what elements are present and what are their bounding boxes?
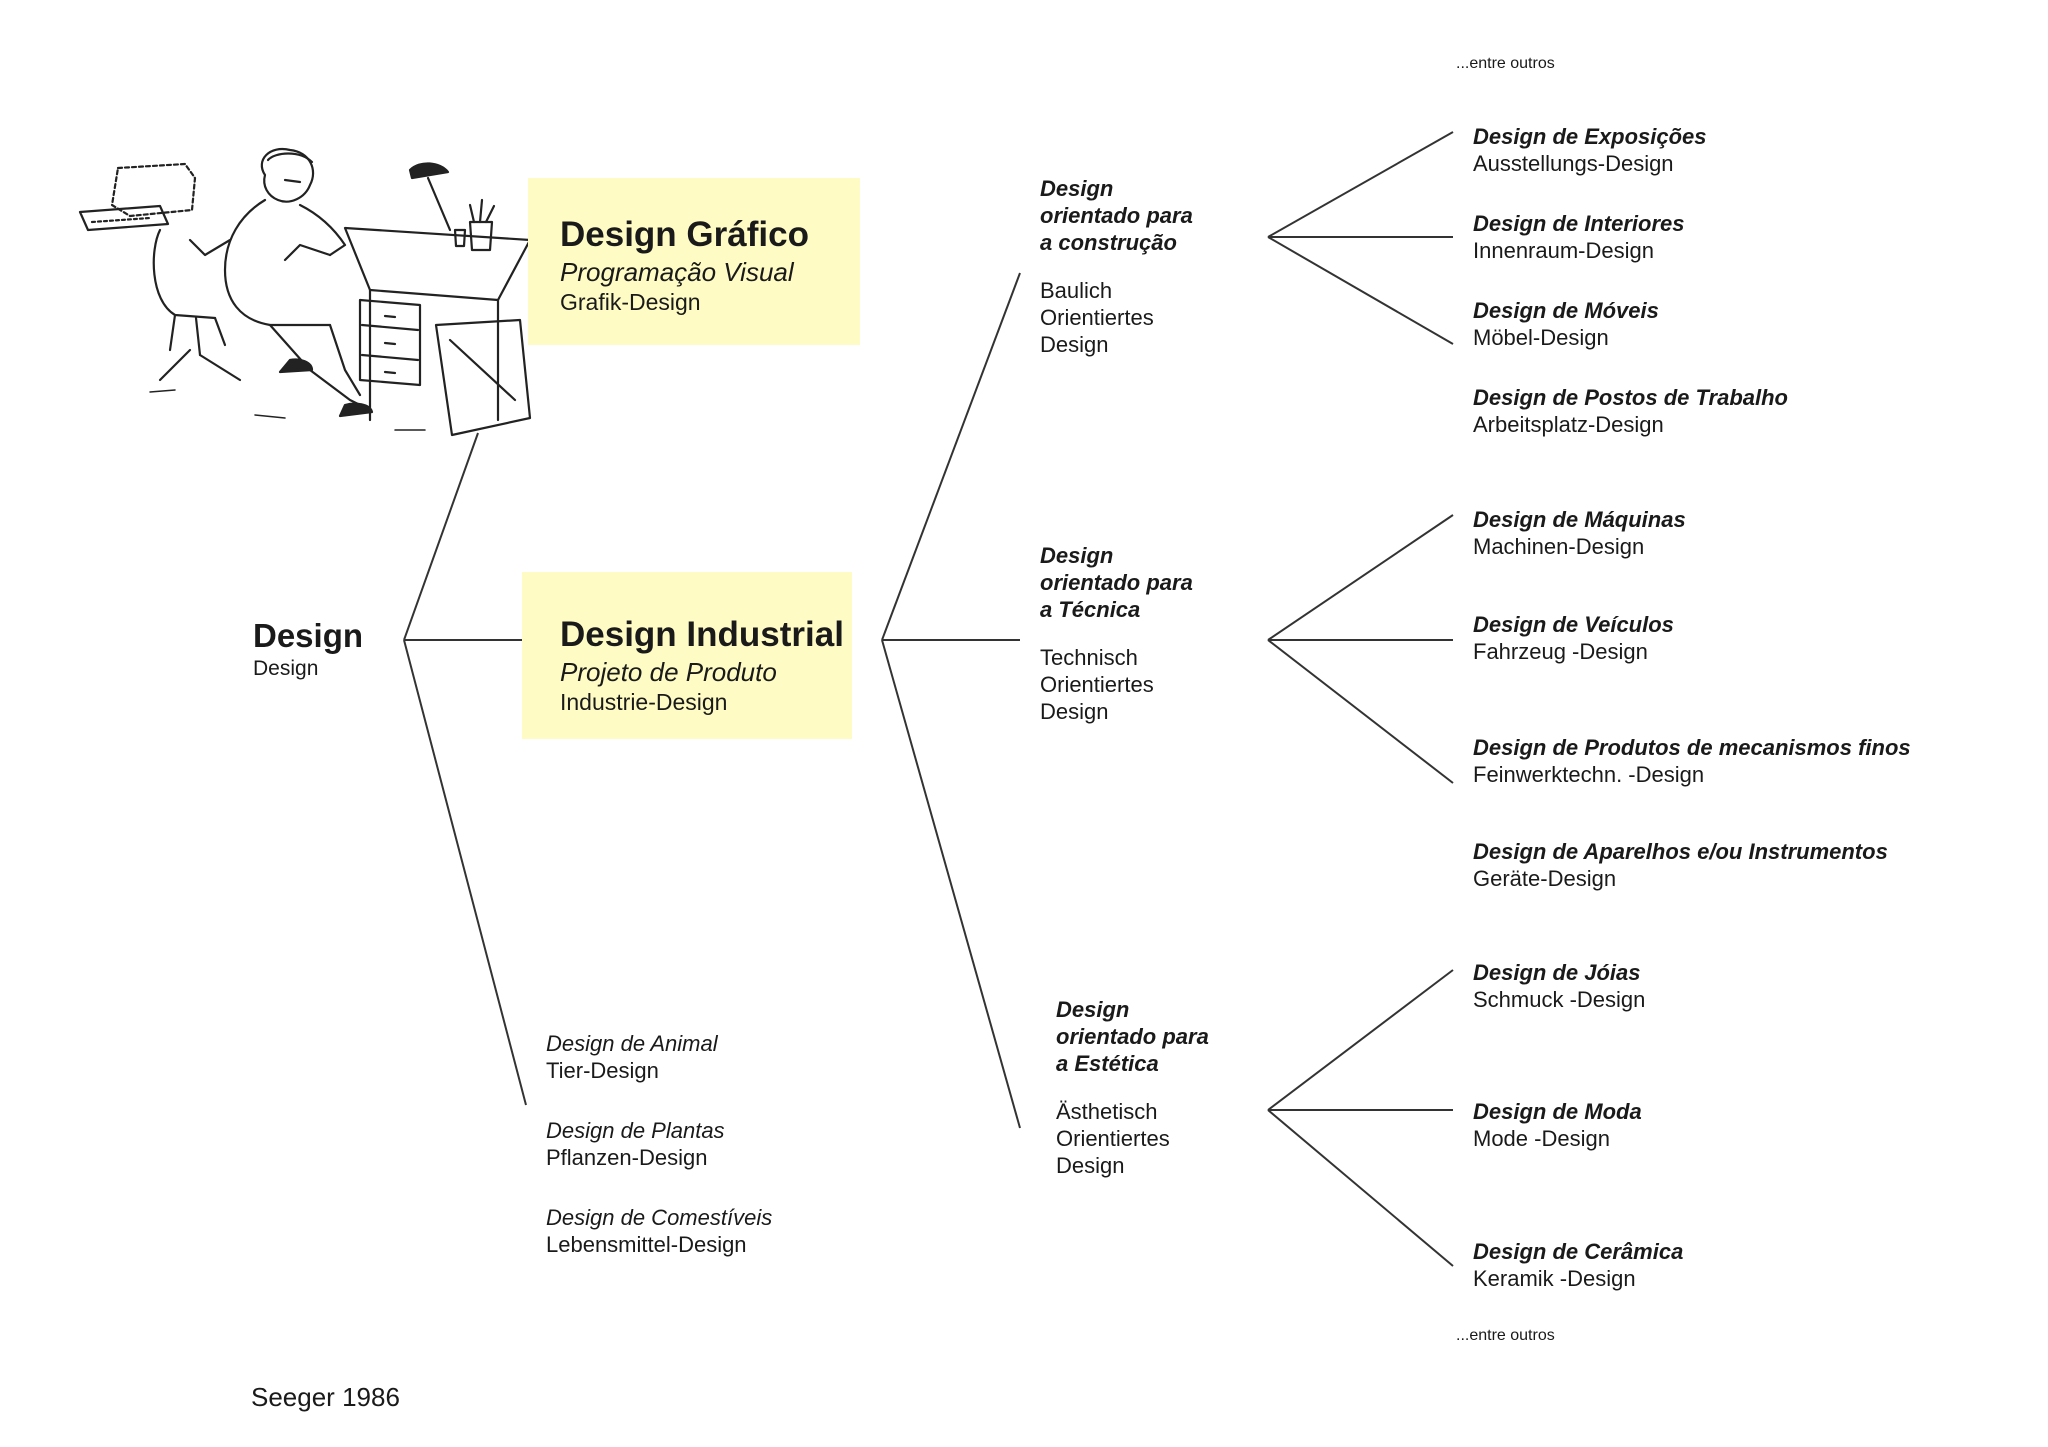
leaf-name: Design de Veículos	[1473, 612, 1674, 637]
orient-line: a construção	[1040, 229, 1177, 255]
orient-line: orientado para	[1040, 202, 1193, 228]
leaf-postos-trabalho: Design de Postos de Trabalho Arbeitsplat…	[1473, 385, 1788, 439]
orient-line: orientado para	[1040, 569, 1193, 595]
leaf-name: Design de Produtos de mecanismos finos	[1473, 735, 1911, 760]
leaf-german: Keramik -Design	[1473, 1265, 1636, 1291]
misc-german: Tier-Design	[546, 1057, 659, 1083]
leaf-veiculos: Design de Veículos Fahrzeug -Design	[1473, 612, 1674, 666]
industrial-highlight	[522, 572, 852, 739]
leaf-german: Geräte-Design	[1473, 865, 1617, 891]
misc-german: Lebensmittel-Design	[546, 1231, 747, 1257]
orient-german: Orientiertes	[1056, 1126, 1170, 1152]
grafico-highlight	[528, 178, 860, 345]
misc-plantas: Design de Plantas Pflanzen-Design	[546, 1118, 725, 1172]
leaf-german: Ausstellungs-Design	[1473, 150, 1674, 176]
orient-estetica: Design orientado para a Estética Ästheti…	[1056, 997, 1209, 1180]
orient-construcao: Design orientado para a construção Bauli…	[1040, 176, 1193, 359]
orient-line: orientado para	[1056, 1023, 1209, 1049]
industrial-title: Design Industrial	[560, 615, 844, 654]
misc-comestiveis: Design de Comestíveis Lebensmittel-Desig…	[546, 1205, 772, 1259]
leaf-maquinas: Design de Máquinas Machinen-Design	[1473, 507, 1686, 561]
grafico-node: Design Gráfico Programação Visual Grafik…	[560, 214, 809, 316]
orient-line: Design	[1040, 176, 1114, 201]
root-title: Design	[253, 617, 364, 654]
orient-german: Baulich	[1040, 278, 1113, 304]
leaf-aparelhos: Design de Aparelhos e/ou Instrumentos Ge…	[1473, 839, 1888, 893]
orient-german: Design	[1056, 1153, 1125, 1179]
orient-line: Design	[1056, 997, 1130, 1022]
root-node: Design Design	[253, 616, 363, 682]
orient-tecnica: Design orientado para a Técnica Technisc…	[1040, 543, 1193, 726]
orient-german: Technisch	[1040, 645, 1138, 671]
orient-german: Ästhetisch	[1056, 1099, 1158, 1125]
orient-german: Design	[1040, 332, 1109, 358]
root-subtitle: Design	[253, 657, 319, 681]
leaf-name: Design de Moda	[1473, 1099, 1642, 1124]
orient-line: a Técnica	[1040, 596, 1141, 622]
industrial-german: Industrie-Design	[560, 689, 728, 716]
leaf-german: Möbel-Design	[1473, 324, 1609, 350]
orient-german: Orientiertes	[1040, 305, 1154, 331]
misc-name: Design de Animal	[546, 1031, 718, 1056]
misc-german: Pflanzen-Design	[546, 1144, 708, 1170]
note-top: ...entre outros	[1456, 55, 1555, 72]
leaf-name: Design de Máquinas	[1473, 507, 1686, 532]
leaf-mecanismos-finos: Design de Produtos de mecanismos finos F…	[1473, 735, 1911, 789]
grafico-italic: Programação Visual	[560, 256, 794, 287]
leaf-interiores: Design de Interiores Innenraum-Design	[1473, 211, 1685, 265]
note-bottom: ...entre outros	[1456, 1327, 1555, 1344]
leaf-german: Feinwerktechn. -Design	[1473, 761, 1705, 787]
leaf-name: Design de Jóias	[1473, 960, 1641, 985]
misc-animal: Design de Animal Tier-Design	[546, 1031, 718, 1085]
orient-german: Design	[1040, 699, 1109, 725]
leaf-german: Schmuck -Design	[1473, 986, 1646, 1012]
industrial-italic: Projeto de Produto	[560, 656, 777, 687]
leaf-german: Machinen-Design	[1473, 533, 1645, 559]
designer-at-desk-illustration	[78, 147, 532, 437]
leaf-name: Design de Interiores	[1473, 211, 1685, 236]
leaf-name: Design de Postos de Trabalho	[1473, 385, 1788, 410]
grafico-german: Grafik-Design	[560, 289, 701, 316]
orient-line: a Estética	[1056, 1050, 1159, 1076]
leaf-joias: Design de Jóias Schmuck -Design	[1473, 960, 1645, 1014]
grafico-title: Design Gráfico	[560, 215, 809, 254]
leaf-moda: Design de Moda Mode -Design	[1473, 1099, 1642, 1153]
orient-german: Orientiertes	[1040, 672, 1154, 698]
leaf-german: Innenraum-Design	[1473, 237, 1654, 263]
leaf-exposicoes: Design de Exposições Ausstellungs-Design	[1473, 124, 1707, 178]
leaf-german: Fahrzeug -Design	[1473, 638, 1648, 664]
leaf-name: Design de Cerâmica	[1473, 1239, 1684, 1264]
misc-name: Design de Comestíveis	[546, 1205, 773, 1230]
industrial-node: Design Industrial Projeto de Produto Ind…	[560, 614, 844, 716]
leaf-name: Design de Aparelhos e/ou Instrumentos	[1473, 839, 1888, 864]
misc-name: Design de Plantas	[546, 1118, 725, 1143]
leaf-name: Design de Exposições	[1473, 124, 1707, 149]
leaf-ceramica: Design de Cerâmica Keramik -Design	[1473, 1239, 1683, 1293]
source-credit: Seeger 1986	[251, 1382, 400, 1412]
leaf-german: Mode -Design	[1473, 1125, 1610, 1151]
leaf-moveis: Design de Móveis Möbel-Design	[1473, 298, 1659, 352]
leaf-german: Arbeitsplatz-Design	[1473, 411, 1664, 437]
leaf-name: Design de Móveis	[1473, 298, 1659, 323]
orient-line: Design	[1040, 543, 1114, 568]
